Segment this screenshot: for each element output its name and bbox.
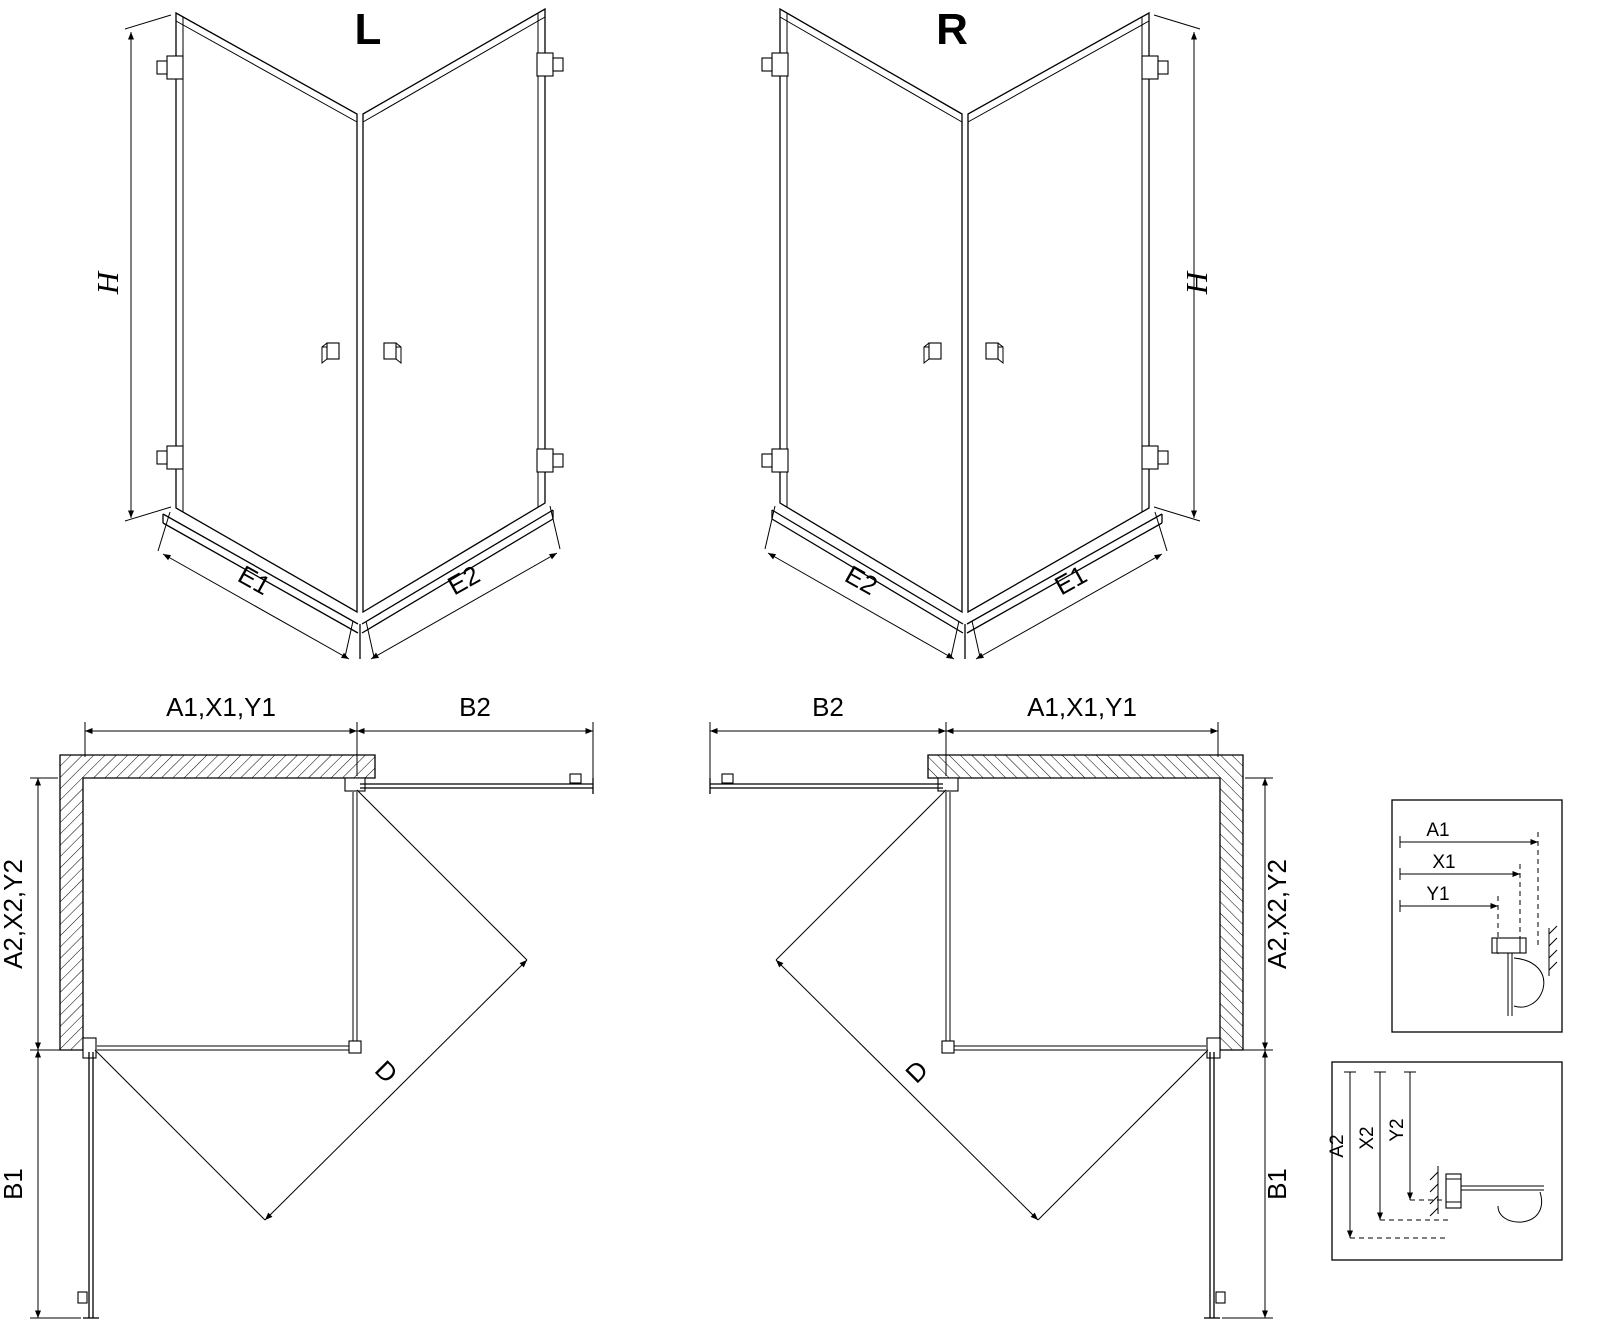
plan-right-side-upper-dim: A2,X2,Y2: [1262, 859, 1292, 969]
detail-box-horizontal: A1 X1 Y1: [1391, 799, 1563, 1033]
height-dim-label-left: H: [90, 270, 125, 295]
iso-view-right: [762, 9, 1200, 659]
profile-detail-top: [1491, 925, 1558, 1016]
detail-box-horizontal-frame: [1391, 799, 1563, 1033]
plan-view-right-labels: B2 A1,X1,Y1 A2,X2,Y2 B1 D: [812, 692, 1292, 1200]
plan-view-left-labels: A1,X1,Y1 B2 A2,X2,Y2 B1 D: [0, 692, 491, 1200]
plan-right-top-right-dim: A1,X1,Y1: [1027, 692, 1137, 722]
height-dim-label-right: H: [1179, 270, 1214, 295]
variant-label-right: R: [936, 5, 968, 54]
detail-x2-label: X2: [1357, 1126, 1378, 1149]
variant-label-left: L: [355, 5, 382, 54]
e2-dim-label-right: E2: [840, 559, 882, 601]
detail-y1-label: Y1: [1426, 884, 1449, 905]
detail-x1-label: X1: [1432, 852, 1455, 873]
plan-right-top-left-dim: B2: [812, 692, 844, 722]
detail-a1-label: A1: [1426, 820, 1449, 841]
detail-box-vertical: A2 X2 Y2: [1327, 1061, 1563, 1261]
plan-left-top-right-dim: B2: [459, 692, 491, 722]
iso-view-right-labels: R H E2 E1: [840, 5, 1214, 601]
iso-view-left: [125, 9, 563, 659]
plan-view-left: [30, 722, 593, 1318]
plan-left-side-lower-dim: B1: [0, 1168, 28, 1200]
plan-left-diagonal-dim: D: [369, 1054, 403, 1088]
plan-right-side-lower-dim: B1: [1262, 1168, 1292, 1200]
detail-y2-label: Y2: [1387, 1118, 1408, 1141]
detail-a2-label: A2: [1327, 1134, 1348, 1157]
e2-dim-label-left: E2: [442, 559, 484, 601]
plan-left-top-left-dim: A1,X1,Y1: [166, 692, 276, 722]
iso-view-left-labels: L H E1 E2: [90, 5, 485, 601]
detail-box-vertical-frame: [1331, 1061, 1563, 1261]
plan-left-side-upper-dim: A2,X2,Y2: [0, 859, 28, 969]
plan-view-right: [710, 722, 1273, 1318]
plan-right-diagonal-dim: D: [899, 1054, 933, 1088]
profile-detail-bottom: [1429, 1166, 1544, 1223]
